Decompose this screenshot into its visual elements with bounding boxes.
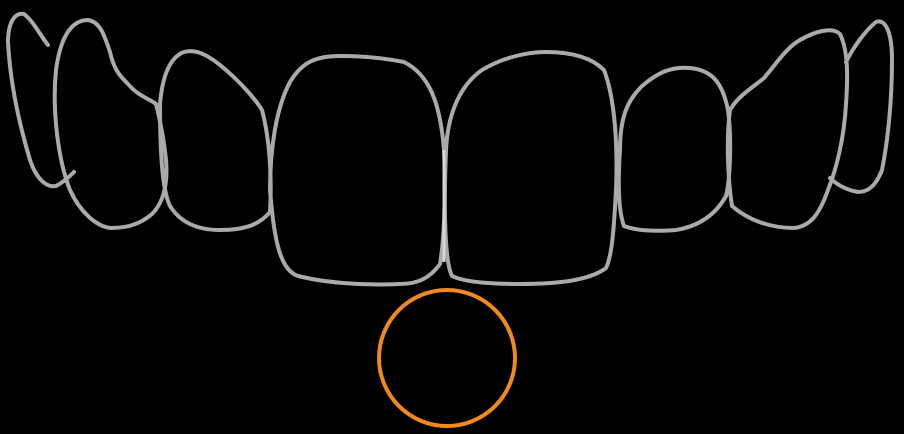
upper-left-canine-outline <box>728 30 847 228</box>
upper-left-premolar-outline <box>830 21 892 192</box>
target-ring-marker <box>379 290 515 426</box>
upper-left-central-incisor-outline <box>445 52 617 284</box>
upper-right-central-incisor-outline <box>270 56 445 285</box>
upper-right-lateral-incisor-outline <box>160 51 271 230</box>
upper-left-lateral-incisor-outline <box>619 68 730 231</box>
upper-right-canine-outline <box>55 20 167 228</box>
